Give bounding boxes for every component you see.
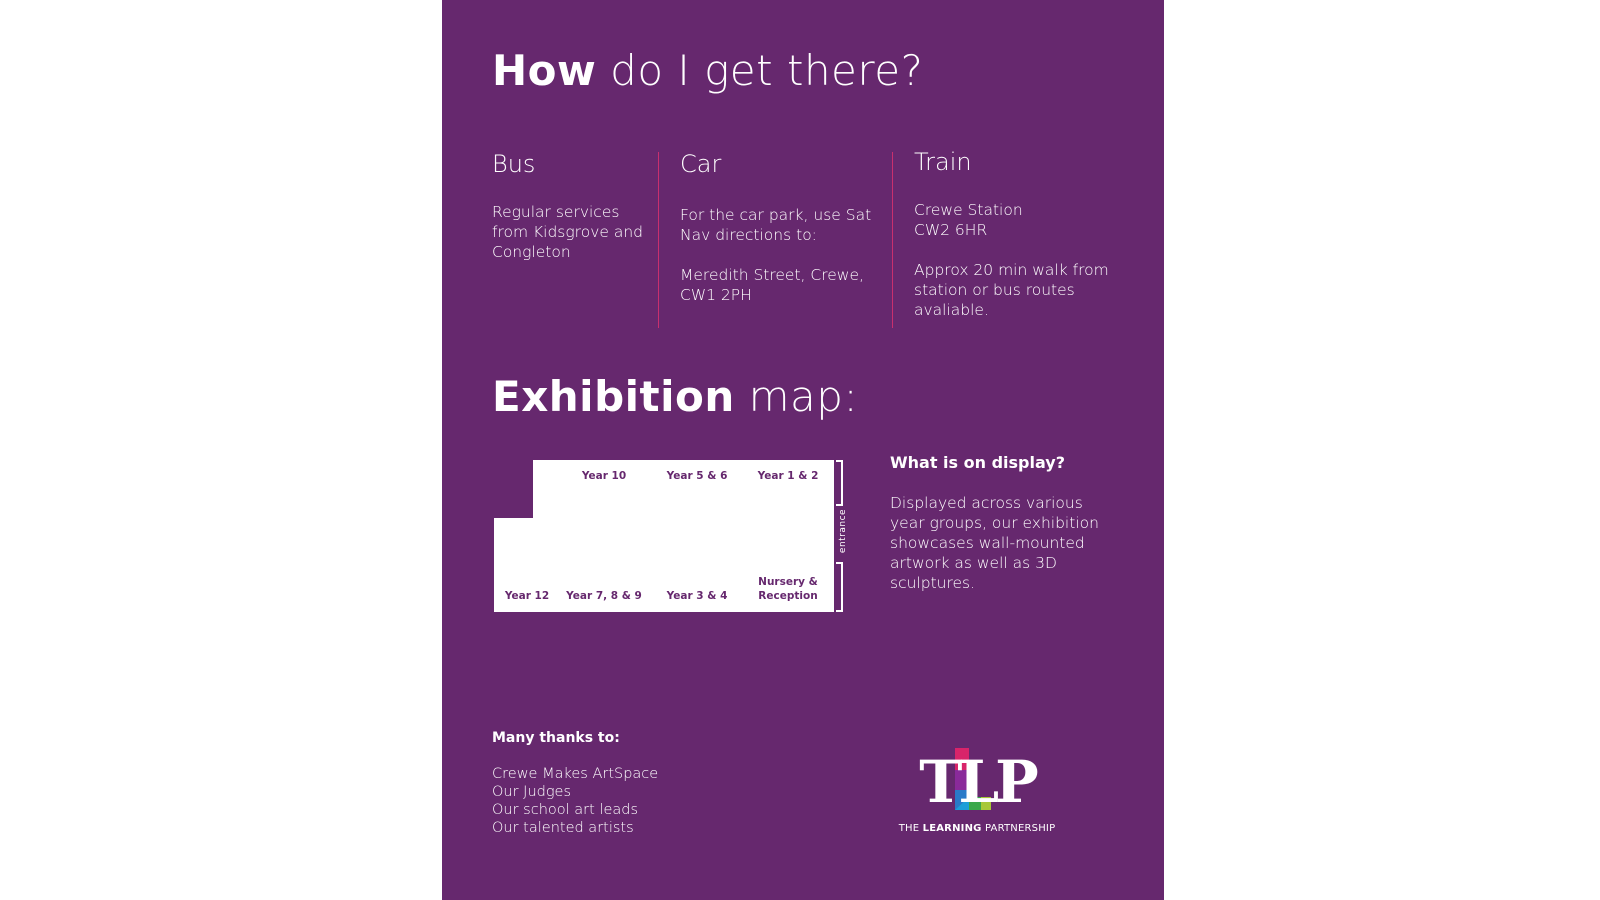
bus-heading: Bus: [492, 150, 536, 178]
bus-text: Regular services from Kidsgrove and Cong…: [492, 203, 643, 261]
directions-title: How do I get there?: [492, 50, 923, 92]
map-label-year-12: Year 12: [504, 590, 550, 602]
thanks-list: Crewe Makes ArtSpace Our Judges Our scho…: [492, 765, 658, 837]
map-label-year-5-6: Year 5 & 6: [666, 470, 728, 482]
map-floor: [494, 460, 834, 612]
tlp-logo-mark-icon: [955, 748, 991, 810]
map-label-year-10: Year 10: [581, 470, 627, 482]
tlp-logo-caption: THE LEARNING PARTNERSHIP: [898, 823, 1056, 834]
map-label-nursery-reception: Nursery & Reception: [758, 576, 818, 602]
map-floor-shape: [494, 460, 834, 612]
divider-bus-car: [658, 152, 659, 328]
thanks-heading: Many thanks to:: [492, 730, 620, 746]
map-label-year-3-4: Year 3 & 4: [666, 590, 728, 602]
divider-car-train: [892, 152, 893, 328]
entrance-bracket-top: [836, 460, 843, 506]
display-heading: What is on display?: [890, 453, 1065, 472]
exhibition-title-bold: Exhibition: [492, 372, 735, 421]
map-label-year-1-2: Year 1 & 2: [757, 470, 819, 482]
thanks-item: Our Judges: [492, 784, 572, 800]
directions-title-bold: How: [492, 46, 597, 95]
entrance-label: entrance: [838, 508, 848, 554]
map-label-year-7-8-9: Year 7, 8 & 9: [566, 590, 642, 602]
train-heading: Train: [914, 148, 972, 176]
car-heading: Car: [680, 150, 722, 178]
tlp-logo: TLP THE LEARNING PARTNERSHIP: [897, 745, 1057, 835]
exhibition-map: Year 10 Year 5 & 6 Year 1 & 2 Year 12 Ye…: [494, 460, 834, 612]
train-text: Crewe Station CW2 6HR Approx 20 min walk…: [914, 201, 1109, 319]
thanks-item: Our talented artists: [492, 820, 634, 836]
directions-title-rest: do I get there?: [596, 46, 924, 95]
exhibition-title: Exhibition map:: [492, 376, 858, 418]
display-text: Displayed across various year groups, ou…: [890, 494, 1099, 592]
info-page: How do I get there? Bus Regular services…: [442, 0, 1164, 900]
car-text: For the car park, use Sat Nav directions…: [680, 206, 872, 304]
exhibition-title-rest: map:: [734, 372, 859, 421]
entrance-bracket-bottom: [836, 562, 843, 612]
thanks-item: Our school art leads: [492, 802, 639, 818]
thanks-item: Crewe Makes ArtSpace: [492, 766, 659, 782]
